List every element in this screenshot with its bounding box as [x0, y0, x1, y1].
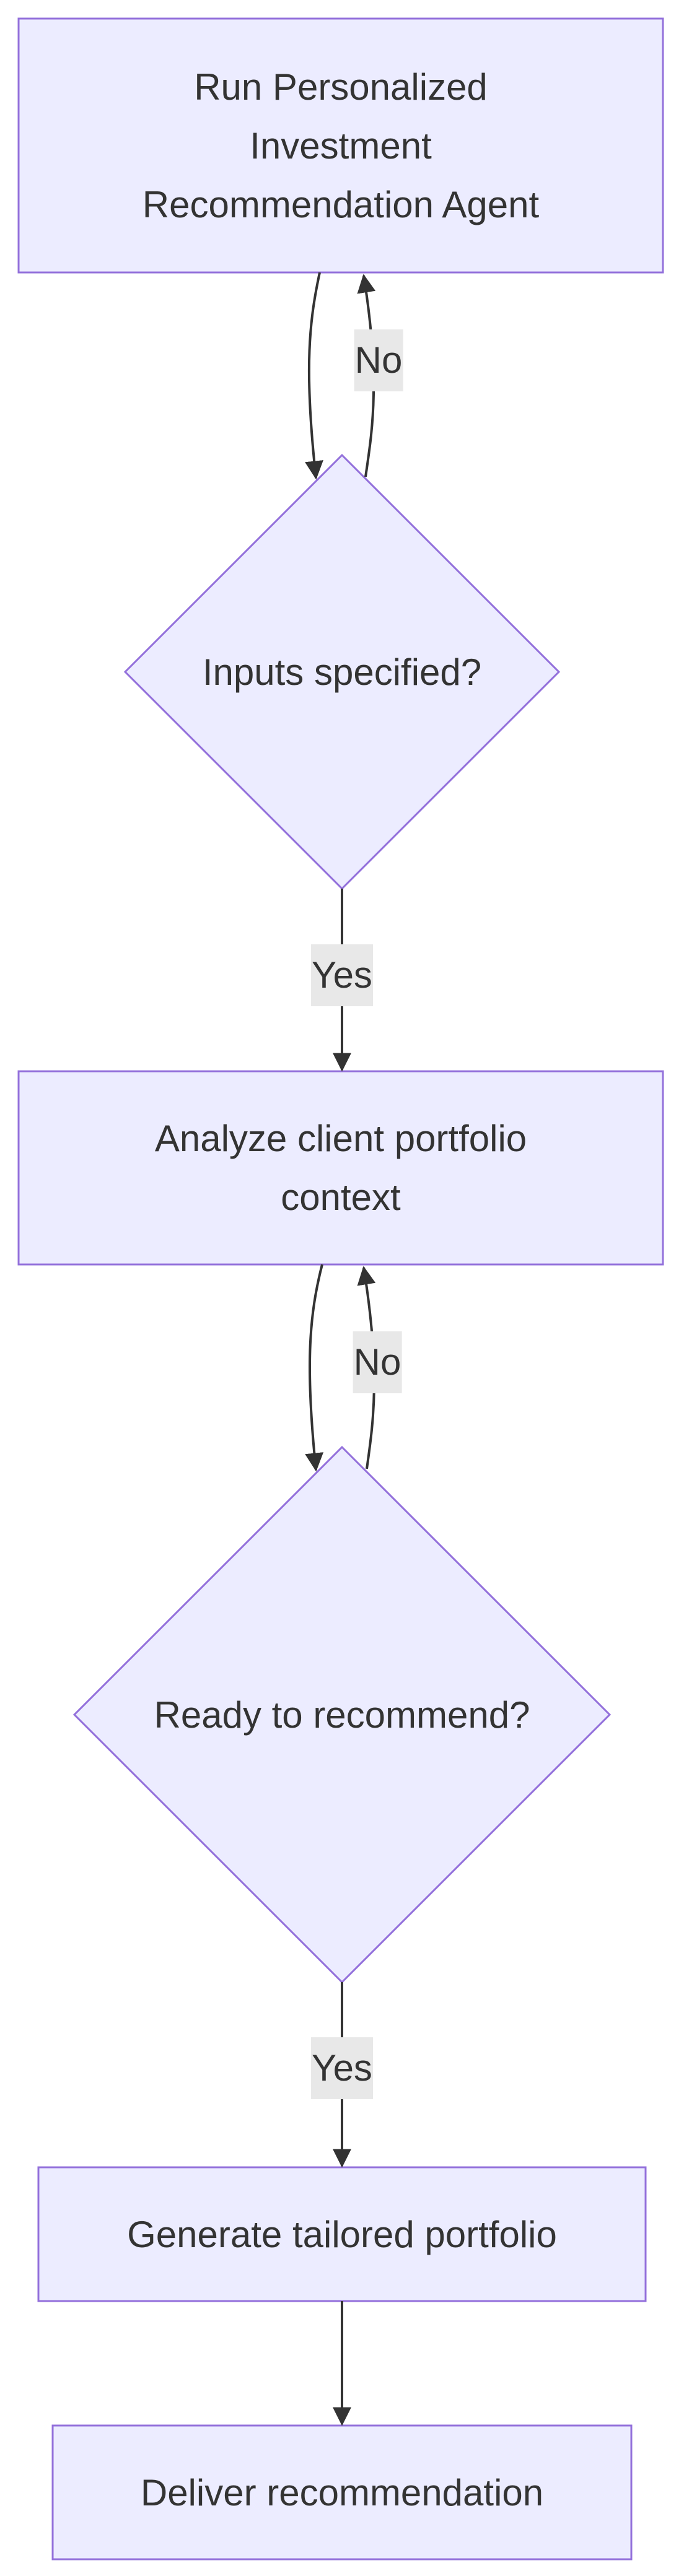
generate-node-box [37, 2166, 647, 2302]
edge-label-yes-2: Yes [311, 2037, 373, 2099]
edge-label-no-1: No [354, 329, 403, 391]
analyze-node-box [17, 1070, 664, 1266]
edge-start-to-inputs-check [305, 272, 323, 480]
edge-label-no-2: No [353, 1331, 402, 1393]
deliver-node-box [51, 2424, 633, 2561]
ready-check-label: Ready to recommend? [154, 1694, 530, 1736]
edge-analyze-to-ready-check [305, 1264, 324, 1472]
edge-inputs-check-to-start-no [357, 274, 376, 477]
inputs-check-label: Inputs specified? [202, 651, 482, 693]
start-node-box [17, 17, 664, 274]
deliver-node-label: Deliver recommendation [140, 2471, 544, 2513]
generate-node-label: Generate tailored portfolio [127, 2213, 557, 2255]
start-node-label: Run Personalized Investment Recommendati… [142, 66, 540, 225]
edge-label-yes-1: Yes [311, 944, 373, 1006]
analyze-node-label: Analyze client portfolio context [154, 1118, 527, 1218]
